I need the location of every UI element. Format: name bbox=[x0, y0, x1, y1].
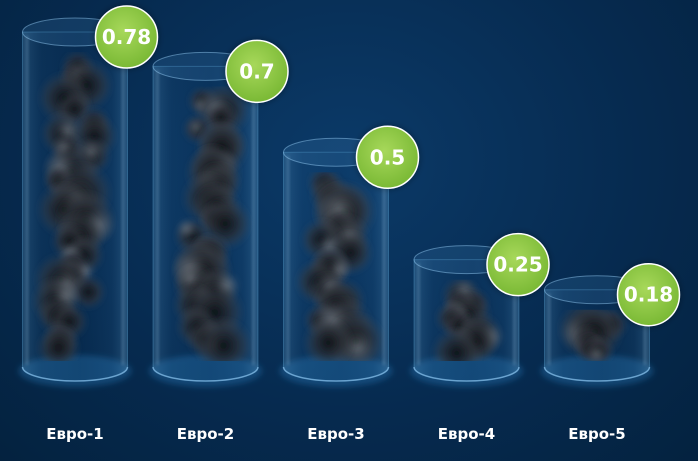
bar-bottom-rim bbox=[413, 366, 520, 382]
smoke-puff bbox=[303, 317, 354, 361]
bar-left-highlight bbox=[547, 293, 551, 365]
bar-bottom-rim bbox=[543, 366, 651, 382]
smoke-highlight bbox=[588, 345, 606, 361]
value-label: 0.25 bbox=[493, 253, 542, 277]
smoke-highlight bbox=[187, 118, 205, 136]
bar-bottom-rim bbox=[282, 366, 390, 382]
bar-right-highlight bbox=[513, 263, 516, 365]
bar-left-highlight bbox=[286, 156, 290, 365]
badge-circle bbox=[94, 5, 159, 69]
category-labels: Евро-1 Евро-2 Евро-3 Евро-4 Евро-5 bbox=[46, 425, 625, 443]
bar-smoke bbox=[171, 86, 252, 361]
badge-circle bbox=[355, 125, 420, 190]
bar-1 bbox=[18, 17, 132, 387]
bar-left-highlight bbox=[417, 263, 420, 365]
bar-3 bbox=[279, 137, 393, 387]
value-label: 0.18 bbox=[624, 283, 673, 307]
bar-left-highlight bbox=[156, 70, 159, 365]
value-badge: 0.78 bbox=[93, 4, 160, 70]
badge-circle bbox=[486, 232, 550, 297]
bars-layer bbox=[18, 17, 654, 387]
bar-right-highlight bbox=[121, 36, 125, 365]
category-label: Евро-2 bbox=[177, 425, 234, 443]
value-badge: 0.25 bbox=[485, 231, 551, 298]
bar-smoke bbox=[32, 52, 117, 361]
value-label: 0.7 bbox=[239, 59, 274, 83]
category-label: Евро-5 bbox=[568, 425, 625, 443]
badge-circle bbox=[225, 39, 289, 104]
value-label: 0.5 bbox=[370, 145, 405, 169]
smoke-puff bbox=[71, 275, 106, 310]
bar-right-highlight bbox=[382, 156, 386, 365]
bar-left-highlight bbox=[25, 36, 29, 365]
smoke-puff bbox=[194, 317, 252, 361]
bar-2 bbox=[149, 51, 262, 387]
category-label: Евро-4 bbox=[438, 425, 495, 443]
badge-circle bbox=[616, 262, 681, 327]
value-badge: 0.18 bbox=[615, 261, 682, 328]
bar-right-highlight bbox=[643, 293, 647, 365]
category-label: Евро-3 bbox=[307, 425, 364, 443]
value-label: 0.78 bbox=[102, 25, 151, 49]
bar-right-highlight bbox=[252, 70, 255, 365]
value-badges: 0.78 0.7 0.5 0.25 0.18 bbox=[93, 4, 682, 328]
bar-bottom-rim bbox=[152, 366, 259, 382]
smoke-puff bbox=[431, 327, 482, 361]
smoke-puff bbox=[37, 326, 80, 361]
smoke-highlight bbox=[176, 218, 198, 240]
value-badge: 0.5 bbox=[354, 124, 421, 191]
bar-smoke bbox=[431, 279, 505, 361]
bar-4 bbox=[410, 245, 523, 387]
category-label: Евро-1 bbox=[46, 425, 103, 443]
bar-smoke bbox=[295, 172, 385, 361]
bar-smoke bbox=[557, 309, 628, 361]
value-badge: 0.7 bbox=[224, 38, 290, 105]
bar-bottom-rim bbox=[21, 366, 129, 382]
